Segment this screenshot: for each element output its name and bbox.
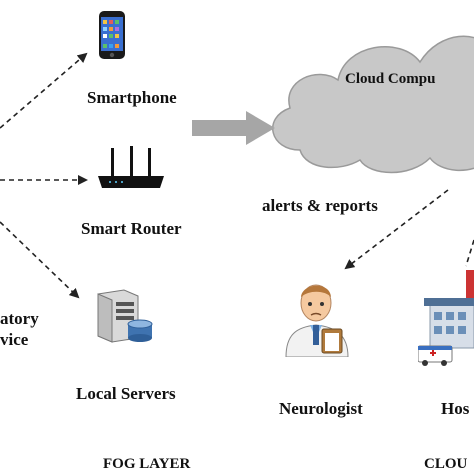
router-icon <box>96 146 166 195</box>
cloud-shape <box>272 35 474 174</box>
fog-layer-label: FOG LAYER <box>103 456 191 472</box>
cloud-layer-label: CLOU <box>424 456 468 472</box>
server-icon <box>90 288 156 349</box>
alerts-reports-label: alerts & reports <box>262 196 378 215</box>
gray-block-arrow <box>192 111 275 145</box>
smartphone-label: Smartphone <box>87 88 177 107</box>
left-device-line2: vice <box>0 330 29 349</box>
dashed-arrow-to-neurologist <box>344 189 449 270</box>
dashed-arrow-to-servers <box>0 221 80 299</box>
left-device-label: atory vice <box>0 308 39 350</box>
left-device-line1: atory <box>0 309 39 328</box>
cloud-label: Cloud Compu <box>345 71 436 87</box>
hospital-label: Hos <box>441 399 470 418</box>
hospital-icon <box>417 270 474 375</box>
router-label: Smart Router <box>81 219 182 238</box>
servers-label: Local Servers <box>76 384 176 403</box>
dashed-arrow-to-smartphone <box>0 52 88 129</box>
smartphone-icon <box>98 10 126 65</box>
dashed-arrow-to-hospital <box>465 239 474 267</box>
neurologist-label: Neurologist <box>279 399 363 418</box>
doctor-icon <box>282 275 352 362</box>
